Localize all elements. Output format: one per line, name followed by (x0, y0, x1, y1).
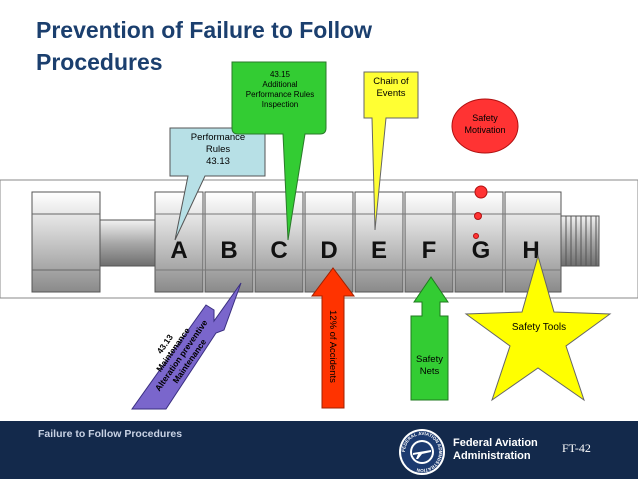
letter-e: E (371, 237, 387, 264)
maintenance-callout (131, 282, 242, 410)
performance-rules-line-2: Rules (205, 144, 231, 155)
bolt-thread (560, 215, 600, 267)
performance-rules-text: Performance Rules 43.13 (172, 132, 264, 168)
additional-rules-line-2: Additional (262, 80, 298, 89)
additional-rules-line-3: Performance Rules (245, 90, 315, 99)
chain-of-events-text: Chain of Events (364, 76, 418, 100)
footer-org: Federal Aviation Administration (453, 437, 538, 463)
footer-bar (0, 421, 638, 479)
footer-org-line-2: Administration (453, 450, 531, 462)
letter-h: H (522, 237, 539, 264)
letter-c: C (270, 237, 287, 264)
letter-f: F (422, 237, 437, 264)
chain-of-events-line-2: Events (376, 88, 406, 99)
additional-rules-callout (231, 61, 327, 241)
chain-of-events-line-1: Chain of (373, 76, 409, 87)
performance-rules-line-1: Performance (190, 132, 246, 143)
chain-of-events-callout (363, 71, 419, 231)
bolt-nuts (154, 191, 562, 293)
letter-d: D (320, 237, 337, 264)
bolt-shaft (99, 219, 157, 267)
safety-nets-line-1: Safety (416, 354, 443, 365)
faa-seal-icon: FEDERAL AVIATION ADMINISTRATION (399, 429, 445, 475)
page-title: Prevention of Failure to Follow Procedur… (36, 17, 373, 75)
safety-motivation-line-2: Motivation (464, 125, 506, 135)
bolt-head (31, 191, 101, 293)
additional-rules-line-4: Inspection (261, 100, 299, 109)
letter-g: G (472, 237, 491, 264)
safety-nets-line-2: Nets (419, 366, 440, 377)
safety-tools-text: Safety Tools (511, 322, 567, 333)
safety-tools-star (464, 254, 612, 402)
performance-rules-callout (169, 127, 266, 241)
safety-motivation-text: Safety Motivation (452, 112, 518, 136)
letter-a: A (170, 237, 187, 264)
safety-motivation-line-1: Safety (472, 113, 498, 123)
additional-rules-text: 43.15 Additional Performance Rules Inspe… (236, 70, 324, 110)
accidents-label: 12% of Accidents (327, 310, 338, 383)
footer-org-line-1: Federal Aviation (453, 437, 538, 449)
letter-b: B (220, 237, 237, 264)
page-number: FT-42 (562, 441, 591, 455)
safety-motivation-callout (451, 98, 519, 239)
safety-nets-arrow (410, 276, 449, 401)
safety-nets-text: Safety Nets (411, 354, 448, 378)
footer-left-text: Failure to Follow Procedures (38, 428, 183, 440)
performance-rules-line-3: 43.13 (206, 156, 230, 167)
accidents-arrow (311, 267, 355, 409)
additional-rules-line-1: 43.15 (269, 70, 291, 79)
